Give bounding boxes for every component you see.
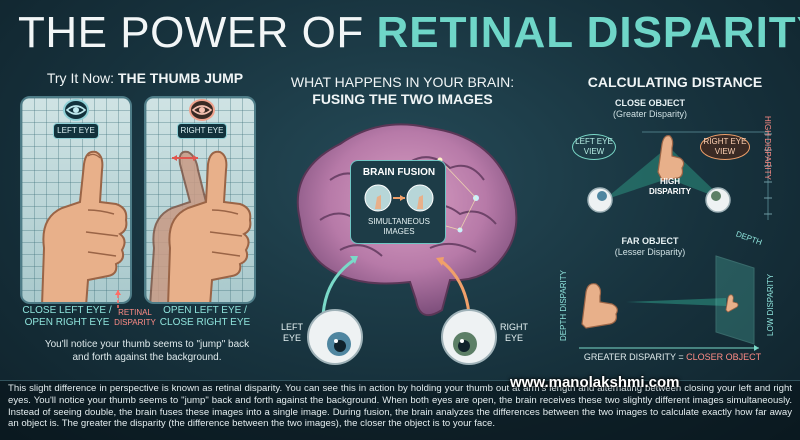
equals-sign: = [675, 352, 687, 362]
right-eye-line-2: EYE [504, 333, 523, 343]
brain-fusion-label: BRAIN FUSION [362, 167, 436, 178]
caption-left-line-1: CLOSE LEFT EYE / [22, 305, 112, 316]
brain-title-line-1: WHAT HAPPENS IN YOUR BRAIN: [290, 74, 515, 90]
retinal-disparity-arrow-icon [115, 290, 121, 308]
high-disparity-axis-label: HIGH DISPARITY [763, 116, 772, 180]
close-object-diagram [604, 130, 772, 220]
brain-title-line-2: FUSING THE TWO IMAGES [312, 91, 493, 107]
caption-open-left-eye: OPEN LEFT EYE / CLOSE RIGHT EYE [156, 305, 254, 329]
distance-section-title: CALCULATING DISTANCE [587, 74, 763, 90]
title-part-1: THE POWER OF [18, 8, 377, 57]
eye-icon [189, 99, 215, 121]
high-disparity-label: HIGH DISPARITY [640, 177, 700, 197]
right-eye-panel [144, 96, 256, 304]
close-object-subtitle: (Greater Disparity) [612, 109, 687, 119]
thumb-note-line-2: and forth against the background. [72, 352, 222, 363]
disparity-equation: GREATER DISPARITY = CLOSER OBJECT [565, 352, 780, 362]
thumb-note-line-1: You'll notice your thumb seems to "jump"… [44, 339, 250, 350]
bottom-description-bar [0, 380, 800, 440]
right-eye-badge-label: RIGHT EYE [180, 126, 224, 135]
far-object-title: FAR OBJECT [621, 236, 679, 246]
page-title: THE POWER OF RETINAL DISPARITY [18, 6, 800, 60]
thumb-section-title: Try It Now: THE THUMB JUMP [10, 70, 280, 86]
bottom-description-text: This slight difference in perspective is… [8, 383, 792, 430]
thumb-note: You'll notice your thumb seems to "jump"… [22, 338, 272, 364]
close-object-title: CLOSE OBJECT [614, 98, 685, 108]
brain-section-title: WHAT HAPPENS IN YOUR BRAIN: FUSING THE T… [285, 74, 520, 108]
left-eye-label: LEFT EYE [278, 322, 306, 344]
far-object-diagram [581, 255, 755, 345]
caption-mid-line-1: RETINAL [118, 308, 152, 317]
caption-close-left-eye: CLOSE LEFT EYE / OPEN RIGHT EYE [18, 305, 116, 329]
left-eyeball-small-icon [587, 187, 613, 213]
right-eyeball-icon [441, 309, 497, 365]
caption-left-line-2: OPEN RIGHT EYE [24, 317, 110, 328]
high-disparity-line-1: HIGH [660, 177, 680, 186]
simultaneous-images-label: SIMULTANEOUS IMAGES [351, 217, 447, 237]
left-eyeball-icon [307, 309, 363, 365]
closer-object-label: CLOSER OBJECT [686, 352, 762, 362]
watermark: www.manolakshmi.com [510, 374, 680, 391]
depth-label: DEPTH [734, 229, 764, 248]
caption-mid-line-2: DISPARITY [114, 318, 156, 327]
caption-retinal-disparity: RETINAL DISPARITY [110, 308, 160, 328]
thumb-illustration-right [149, 150, 252, 302]
title-part-2: RETINAL DISPARITY [376, 8, 800, 57]
thumb-title-prefix: Try It Now: [46, 70, 118, 86]
low-disparity-axis-label: LOW DISPARITY [766, 273, 775, 336]
caption-right-line-1: OPEN LEFT EYE / [163, 305, 247, 316]
left-eye-line-2: EYE [282, 333, 301, 343]
thumb-illustration-left [41, 150, 128, 302]
right-eye-badge: RIGHT EYE [177, 123, 227, 139]
caption-right-line-2: CLOSE RIGHT EYE [159, 317, 251, 328]
right-view-line-1: RIGHT EYE [703, 137, 747, 146]
right-eye-label: RIGHT EYE [498, 322, 530, 344]
close-object-heading: CLOSE OBJECT (Greater Disparity) [580, 98, 720, 120]
left-eye-badge-label: LEFT EYE [57, 126, 95, 135]
left-eye-line-1: LEFT [280, 322, 303, 332]
far-object-heading: FAR OBJECT (Lesser Disparity) [590, 236, 710, 258]
left-view-line-1: LEFT EYE [575, 137, 613, 146]
far-object-subtitle: (Lesser Disparity) [614, 247, 686, 257]
high-disparity-line-2: DISPARITY [648, 187, 692, 196]
left-view-line-2: VIEW [583, 147, 605, 156]
eye-icon [63, 99, 89, 121]
simultaneous-line-2: IMAGES [383, 227, 415, 236]
right-eyeball-small-icon [705, 187, 731, 213]
simultaneous-line-1: SIMULTANEOUS [368, 217, 430, 226]
right-view-line-2: VIEW [714, 147, 736, 156]
thumb-title-bold: THE THUMB JUMP [117, 70, 244, 86]
fused-images-icon [364, 184, 434, 212]
right-eye-line-1: RIGHT [500, 322, 528, 332]
depth-disparity-axis-label: DEPTH DISPARITY [559, 270, 568, 341]
greater-disparity-label: GREATER DISPARITY [583, 352, 676, 362]
disparity-scale-arrow-icon [579, 345, 759, 351]
brain-fusion-box: BRAIN FUSION SIMULTANEOUS IMAGES [350, 160, 446, 244]
left-eye-badge: LEFT EYE [53, 123, 99, 139]
